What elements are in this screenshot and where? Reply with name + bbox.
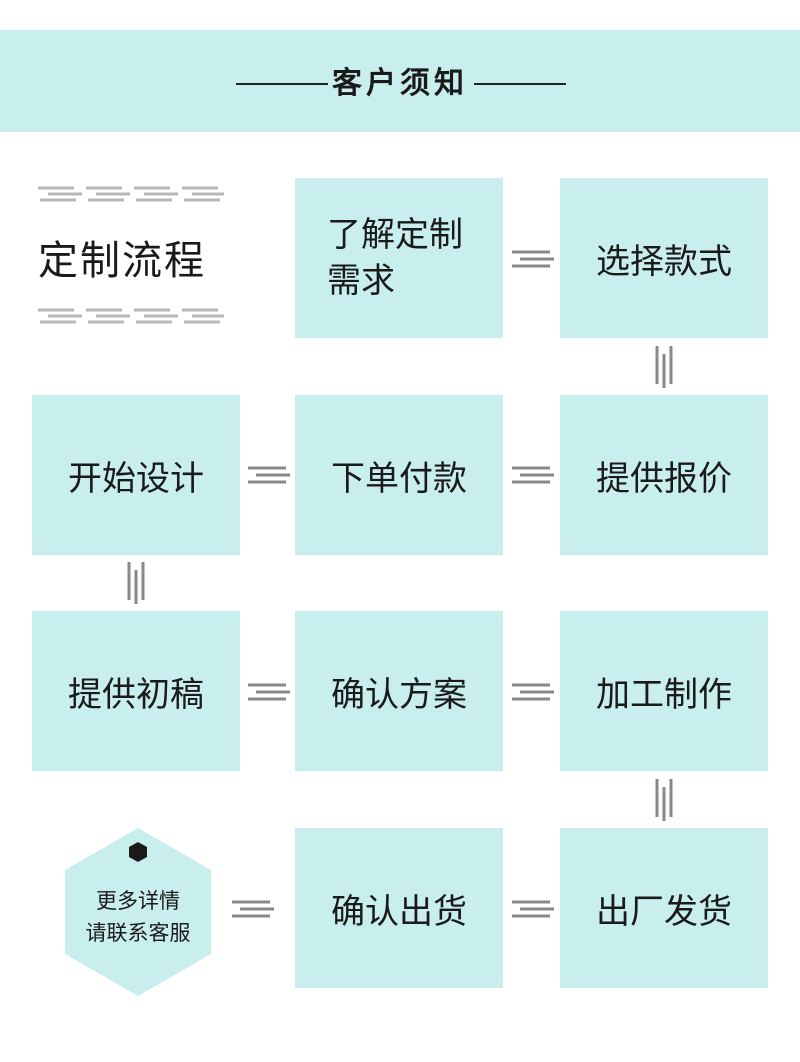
hexagon-dot-icon — [129, 842, 147, 862]
header-banner — [0, 30, 800, 132]
step-understand-needs-line1: 了解定制 — [327, 215, 463, 255]
connector-s9-s10 — [512, 900, 554, 918]
step-place-order: 下单付款 — [295, 395, 503, 555]
step-choose-style: 选择款式 — [560, 178, 768, 338]
contact-text: 更多详情 请联系客服 — [63, 885, 213, 949]
step-production: 加工制作 — [560, 611, 768, 771]
step-confirm-plan: 确认方案 — [295, 611, 503, 771]
contact-line1: 更多详情 — [96, 889, 180, 913]
header-right-line — [474, 83, 566, 85]
step-confirm-shipment: 确认出货 — [295, 828, 503, 988]
step-first-draft: 提供初稿 — [32, 611, 240, 771]
flow-title-bottom-dashes — [38, 308, 224, 324]
header-title: 客户须知 — [332, 66, 468, 101]
connector-s1-s2 — [512, 250, 554, 268]
connector-s7-s8 — [512, 683, 554, 701]
connector-s5-s6 — [127, 562, 145, 604]
connector-s4-s5 — [248, 466, 290, 484]
contact-line2: 请联系客服 — [85, 921, 191, 945]
flow-title-top-dashes — [38, 186, 224, 202]
connector-s6-s7 — [248, 683, 290, 701]
connector-s3-s4 — [512, 466, 554, 484]
step-start-design: 开始设计 — [32, 395, 240, 555]
step-factory-delivery: 出厂发货 — [560, 828, 768, 988]
step-understand-needs-line2: 需求 — [327, 261, 395, 301]
header-left-line — [236, 83, 328, 85]
contact-hexagon — [65, 828, 211, 996]
step-quote: 提供报价 — [560, 395, 768, 555]
flow-title: 定制流程 — [38, 238, 206, 284]
connector-s10-contact — [232, 900, 274, 918]
connector-s8-s9 — [655, 779, 673, 821]
step-understand-needs: 了解定制 需求 — [295, 178, 503, 338]
connector-s2-s3 — [655, 346, 673, 388]
